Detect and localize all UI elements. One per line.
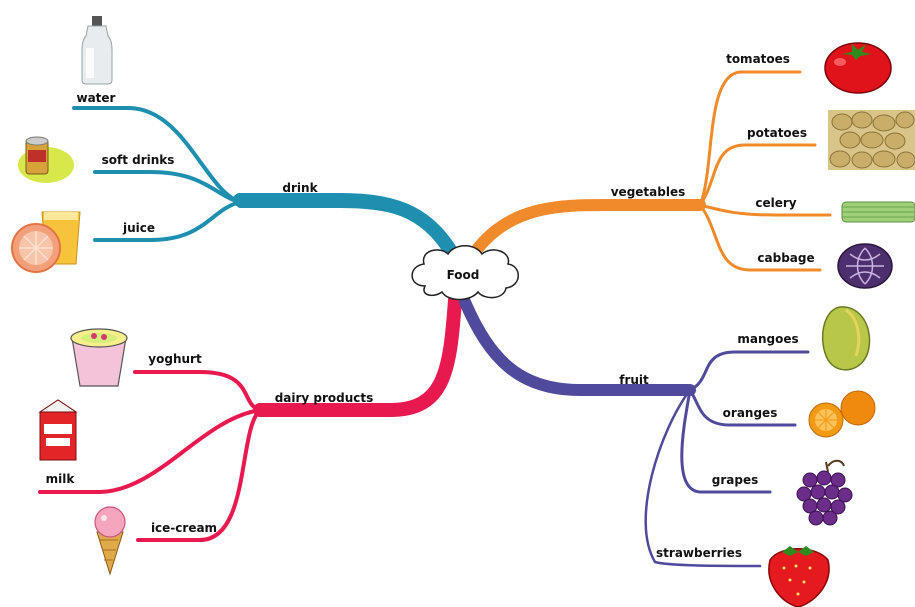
connector-juice — [93, 200, 242, 242]
leaf-label-oranges: oranges — [723, 406, 778, 420]
connector-cabbage — [698, 203, 822, 272]
leaf-label-tomatoes: tomatoes — [726, 52, 790, 66]
connector-strawberries — [644, 388, 762, 568]
leaf-label-yoghurt: yoghurt — [148, 352, 202, 366]
connector-oranges — [688, 388, 797, 427]
connector-yoghurt — [133, 370, 262, 412]
potatoes-icon — [828, 110, 915, 170]
leaf-label-mangoes: mangoes — [737, 332, 798, 346]
connector-water — [72, 106, 242, 204]
connector-celery — [698, 203, 832, 217]
leaf-label-cabbage: cabbage — [757, 251, 814, 265]
grapes-icon — [796, 459, 853, 526]
connector-tomatoes — [698, 70, 802, 207]
branch-fruit — [459, 296, 810, 568]
leaf-label-potatoes: potatoes — [747, 126, 807, 140]
water-bottle-icon — [81, 16, 113, 85]
leaf-label-strawberries: strawberries — [656, 546, 742, 560]
branch-drink — [72, 106, 462, 265]
branch-vegetables — [469, 70, 832, 272]
connector-soft-drinks — [93, 170, 242, 204]
leaf-label-milk: milk — [46, 472, 76, 486]
connector-ice-cream — [136, 408, 262, 542]
branch-vegetables-trunk — [469, 199, 706, 258]
ice-cream-cone-icon — [94, 506, 126, 576]
branch-label-drink: drink — [282, 181, 318, 195]
branch-label-vegetables: vegetables — [611, 185, 686, 199]
cabbage-icon — [837, 243, 893, 289]
soda-can-icon — [18, 136, 74, 183]
leaf-label-juice: juice — [122, 221, 155, 235]
strawberry-icon — [768, 546, 830, 607]
leaf-label-ice-cream: ice-cream — [151, 521, 217, 535]
branch-label-dairy-products: dairy products — [275, 391, 374, 405]
central-node: Food — [411, 245, 519, 301]
connector-mangoes — [688, 350, 810, 392]
central-node-label: Food — [447, 268, 480, 282]
connector-potatoes — [698, 143, 817, 207]
mango-icon — [821, 306, 871, 371]
branch-dairy — [38, 293, 462, 542]
leaf-label-water: water — [77, 91, 116, 105]
tomato-icon — [824, 42, 892, 94]
connector-grapes — [680, 388, 772, 494]
milk-carton-icon — [38, 399, 78, 461]
celery-icon — [841, 201, 915, 223]
leaf-label-soft-drinks: soft drinks — [102, 153, 175, 167]
connector-milk — [38, 408, 262, 494]
yoghurt-cup-icon — [70, 328, 128, 387]
oranges-icon — [808, 390, 876, 438]
branch-fruit-trunk — [459, 296, 696, 396]
branch-dairy-trunk — [253, 293, 462, 417]
leaf-label-celery: celery — [755, 196, 796, 210]
cloud-shape — [411, 245, 519, 301]
juice-glass-icon — [11, 211, 81, 273]
branch-drink-trunk — [233, 193, 462, 265]
branch-label-fruit: fruit — [619, 373, 649, 387]
leaf-label-grapes: grapes — [712, 473, 758, 487]
